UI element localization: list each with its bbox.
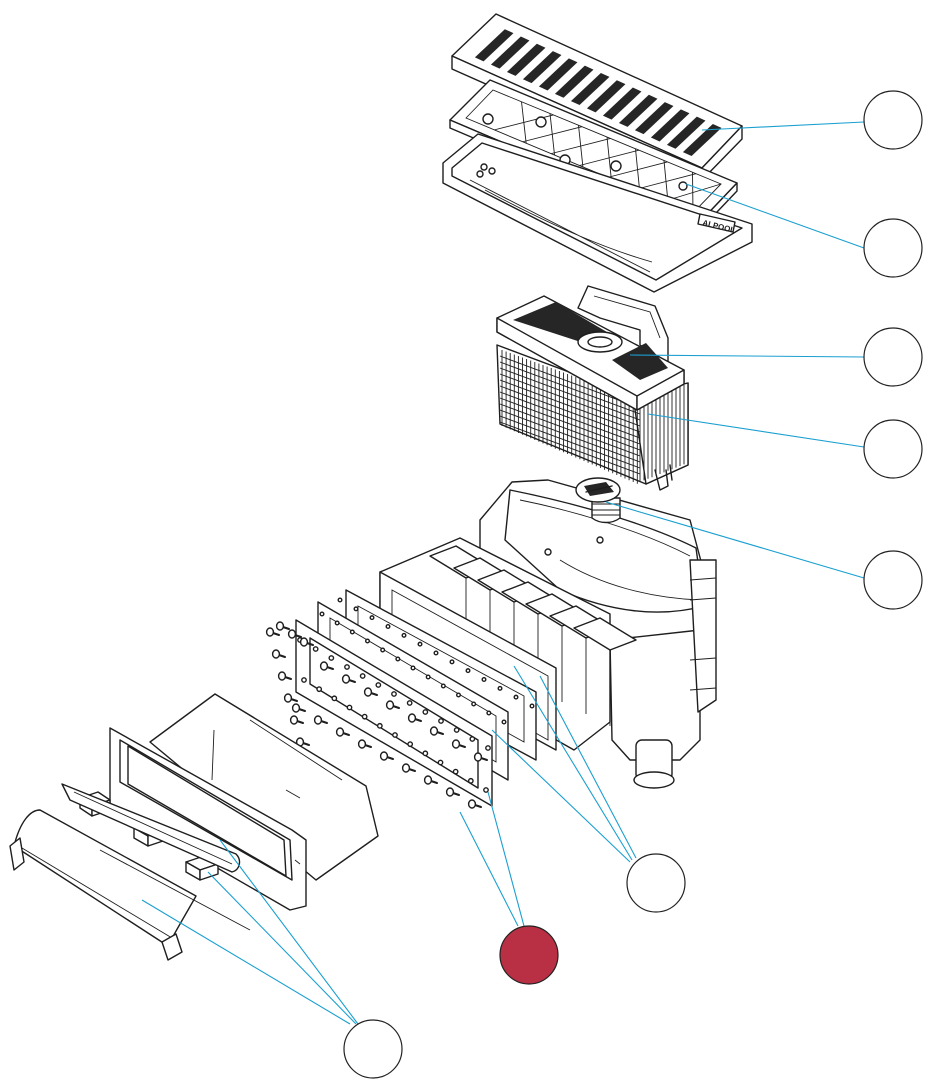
screw bbox=[289, 715, 304, 725]
screws-part bbox=[265, 621, 488, 809]
callouts bbox=[343, 90, 923, 1079]
screw bbox=[265, 627, 280, 637]
screw bbox=[467, 799, 482, 809]
callout-basket[interactable] bbox=[863, 419, 923, 479]
screw bbox=[283, 693, 298, 703]
gasket-plates bbox=[295, 589, 537, 807]
screw bbox=[271, 649, 286, 659]
screw bbox=[291, 703, 306, 713]
screw bbox=[319, 661, 334, 671]
screw bbox=[445, 787, 460, 797]
screw bbox=[275, 621, 290, 631]
screw bbox=[287, 629, 302, 639]
screw bbox=[313, 715, 328, 725]
screw bbox=[451, 739, 466, 749]
screw bbox=[401, 763, 416, 773]
callout-adjuster-plug[interactable] bbox=[863, 550, 923, 610]
screw bbox=[335, 727, 350, 737]
callout-grate-frame[interactable] bbox=[863, 218, 923, 278]
screw bbox=[357, 739, 372, 749]
screw bbox=[385, 700, 400, 710]
screw bbox=[423, 775, 438, 785]
screw bbox=[341, 674, 356, 684]
screw bbox=[277, 671, 292, 681]
screw bbox=[407, 713, 422, 723]
callout-screws[interactable] bbox=[499, 925, 559, 985]
callout-flange-gaskets[interactable] bbox=[626, 853, 686, 913]
basket-lid-part bbox=[496, 295, 685, 411]
callout-basket-lid[interactable] bbox=[863, 327, 923, 387]
faceplate-part bbox=[109, 693, 379, 911]
skimmer-body-part bbox=[479, 479, 717, 789]
leader-lines bbox=[141, 121, 865, 1025]
skimmer-tray-part: ALPOOL bbox=[442, 133, 753, 293]
callout-grate[interactable] bbox=[863, 90, 923, 150]
screw bbox=[363, 687, 378, 697]
screw bbox=[299, 637, 314, 647]
callout-weir-flap[interactable] bbox=[343, 1019, 403, 1079]
screw bbox=[473, 752, 488, 762]
screw bbox=[429, 726, 444, 736]
screw bbox=[379, 751, 394, 761]
